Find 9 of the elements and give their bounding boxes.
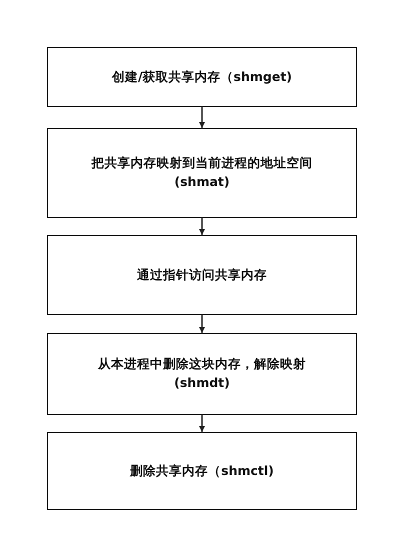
process-box: 创建/获取共享内存（shmget) (47, 47, 357, 107)
process-box: 通过指针访问共享内存 (47, 235, 357, 315)
arrow (199, 107, 205, 128)
process-box: 从本进程中删除这块内存，解除映射 (shmdt) (47, 333, 357, 415)
arrow (199, 415, 205, 432)
process-box: 把共享内存映射到当前进程的地址空间 (shmat) (47, 128, 357, 218)
arrow (199, 218, 205, 235)
arrow (199, 315, 205, 333)
process-box: 删除共享内存（shmctl) (47, 432, 357, 510)
